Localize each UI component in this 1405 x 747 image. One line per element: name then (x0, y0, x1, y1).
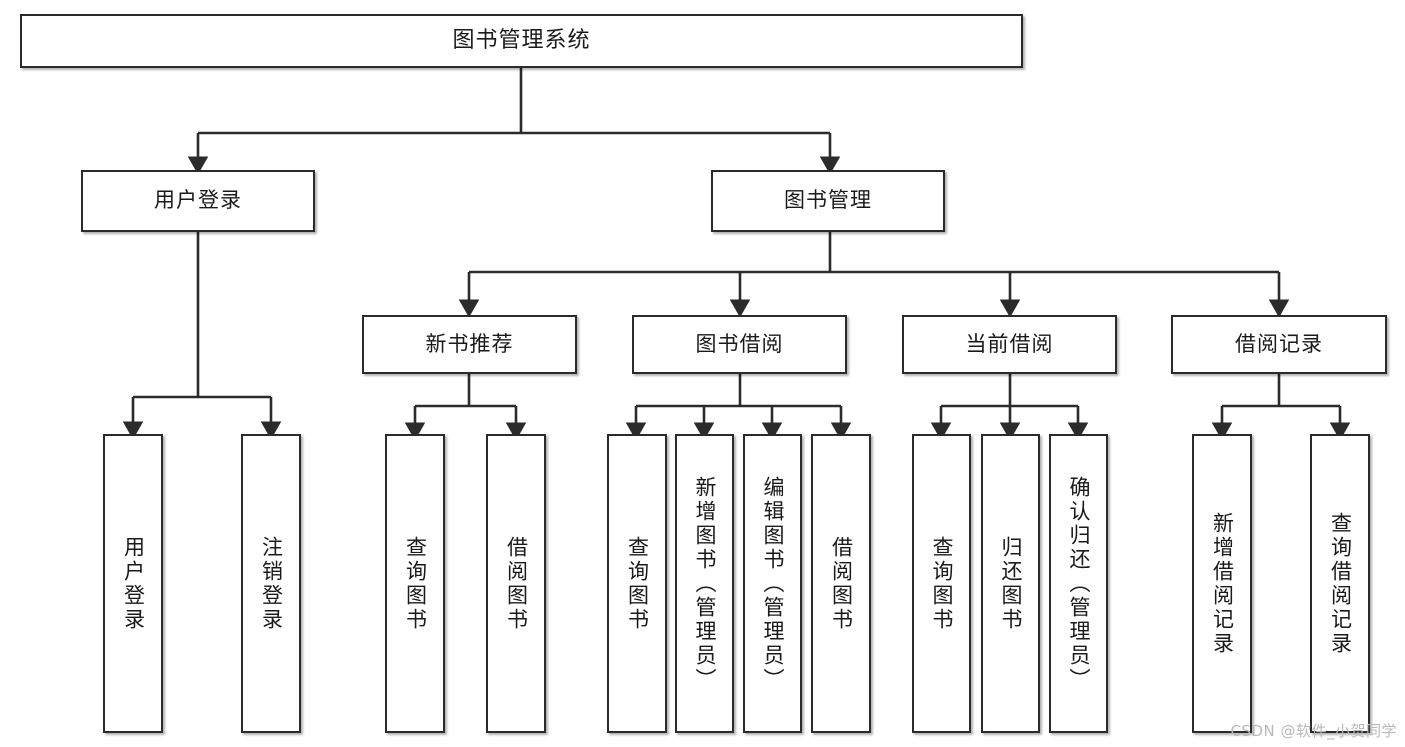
node-new-book-recommendation[interactable]: 新书推荐 (362, 315, 577, 374)
leaf-query-book-borrowing[interactable]: 查询图书 (607, 434, 667, 733)
leaf-borrow-book[interactable]: 借阅图书 (811, 434, 871, 733)
node-user-login[interactable]: 用户登录 (81, 170, 315, 232)
leaf-edit-book-admin[interactable]: 编辑图书（管理员） (743, 434, 802, 733)
node-current-borrowing[interactable]: 当前借阅 (902, 315, 1117, 374)
leaf-query-book-recommendation[interactable]: 查询图书 (385, 434, 445, 733)
leaf-query-borrowing-record[interactable]: 查询借阅记录 (1310, 434, 1370, 733)
node-book-management[interactable]: 图书管理 (711, 170, 945, 232)
leaf-add-book-admin[interactable]: 新增图书（管理员） (675, 434, 734, 733)
watermark-text: CSDN @软件_小贺同学 (1230, 722, 1397, 740)
node-root-book-management-system[interactable]: 图书管理系统 (20, 14, 1023, 68)
leaf-add-borrowing-record[interactable]: 新增借阅记录 (1192, 434, 1252, 733)
leaf-return-book[interactable]: 归还图书 (981, 434, 1040, 733)
leaf-query-book-current[interactable]: 查询图书 (912, 434, 971, 733)
leaf-confirm-return-admin[interactable]: 确认归还（管理员） (1049, 434, 1108, 733)
node-borrowing-record[interactable]: 借阅记录 (1171, 315, 1387, 374)
node-book-borrowing[interactable]: 图书借阅 (632, 315, 847, 374)
leaf-logout-login[interactable]: 注销登录 (241, 434, 301, 733)
leaf-borrow-book-recommendation[interactable]: 借阅图书 (486, 434, 546, 733)
leaf-user-login[interactable]: 用户登录 (103, 434, 163, 733)
